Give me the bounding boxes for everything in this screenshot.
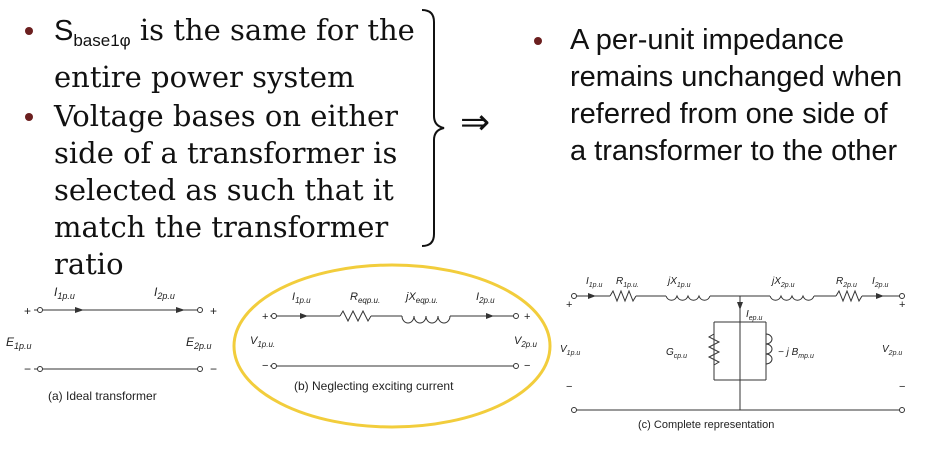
- resistor-r2: [835, 289, 863, 303]
- highlight-ellipse: [232, 263, 552, 429]
- label-v1: V1p.u.: [250, 335, 275, 349]
- label-c-i1: I1p.u: [586, 276, 603, 289]
- label-c-v2: V2p.u: [882, 344, 902, 357]
- label-x2: jX2p.u: [770, 276, 795, 289]
- svg-text:−: −: [524, 360, 530, 372]
- bullet-per-unit-impedance: A per-unit impedance remains unchanged w…: [528, 22, 908, 170]
- inductor-x1: [665, 294, 711, 301]
- svg-text:+: +: [210, 304, 217, 318]
- circuit-neglecting-exciting-current: + + I1p.u Reqp.u. jXeqp.u. I2p.u V1p.u. …: [232, 263, 552, 429]
- inductor-xeq: [401, 315, 451, 324]
- caption-c: (c) Complete representation: [638, 419, 774, 431]
- label-x1: jX1p.u: [666, 276, 691, 289]
- svg-text:+: +: [262, 311, 268, 323]
- svg-text:+: +: [566, 299, 572, 311]
- circuit-ideal-transformer: + + I1p.u I2p.u E1p.u E2p.u − − (a) Idea…: [6, 285, 217, 403]
- label-i2: I2p.u: [154, 285, 175, 301]
- inductor-bm: [765, 333, 773, 365]
- right-brace: [421, 9, 445, 247]
- label-r2: R2p.u: [836, 276, 857, 289]
- label-v2: V2p.u: [514, 335, 537, 349]
- caption-a: (a) Ideal transformer: [48, 389, 157, 403]
- current-arrow-c2: [876, 293, 884, 299]
- current-arrow-ie: [737, 302, 743, 310]
- sbase-symbol: Sbase1φ: [54, 15, 131, 50]
- label-e1: E1p.u: [6, 335, 32, 351]
- right-bullet-list: A per-unit impedance remains unchanged w…: [528, 22, 908, 170]
- plus-left: +: [24, 304, 31, 318]
- svg-text:−: −: [210, 362, 217, 376]
- current-arrow-b2: [486, 313, 494, 319]
- label-r1: R1p.u.: [616, 276, 639, 289]
- label-e2: E2p.u: [186, 335, 212, 351]
- caption-b: (b) Neglecting exciting current: [294, 379, 454, 393]
- resistor-gc: [707, 333, 721, 366]
- label-req: Reqp.u.: [350, 291, 380, 305]
- resistor-r1: [609, 289, 637, 303]
- inductor-x2: [769, 294, 815, 301]
- bullet-sbase: Sbase1φ is the same for the entire power…: [22, 12, 442, 96]
- label-c-i2: I2p.u: [872, 276, 889, 289]
- svg-text:−: −: [566, 381, 572, 393]
- svg-text:−: −: [899, 381, 905, 393]
- resistor-req: [339, 309, 372, 323]
- current-arrow-1: [75, 307, 84, 313]
- svg-text:−: −: [262, 360, 268, 372]
- label-i1: I1p.u: [54, 285, 75, 301]
- implies-arrow: ⇒: [460, 102, 491, 143]
- left-bullet-list: Sbase1φ is the same for the entire power…: [22, 12, 442, 285]
- current-arrow-2: [176, 307, 185, 313]
- label-ie: Iep.u: [746, 309, 763, 322]
- label-b-i1: I1p.u: [292, 291, 311, 305]
- bullet-voltage-bases: Voltage bases on either side of a transf…: [22, 98, 442, 283]
- svg-text:−: −: [24, 362, 31, 376]
- current-arrow-c1: [588, 293, 596, 299]
- svg-text:+: +: [524, 311, 530, 323]
- label-gc: Gcp.u: [666, 347, 687, 360]
- circuit-complete-representation: + + I1p.u R1p.u. jX1p.u jX2p.u R2p.u I2p…: [560, 276, 905, 431]
- label-xeq: jXeqp.u.: [404, 291, 438, 305]
- svg-text:+: +: [899, 299, 905, 311]
- current-arrow-b1: [300, 313, 308, 319]
- label-b-i2: I2p.u: [476, 291, 495, 305]
- label-c-v1: V1p.u: [560, 344, 580, 357]
- label-bm: − j Bmp.u: [778, 347, 814, 360]
- bullet-sbase-text: is the same for the entire power system: [54, 13, 415, 94]
